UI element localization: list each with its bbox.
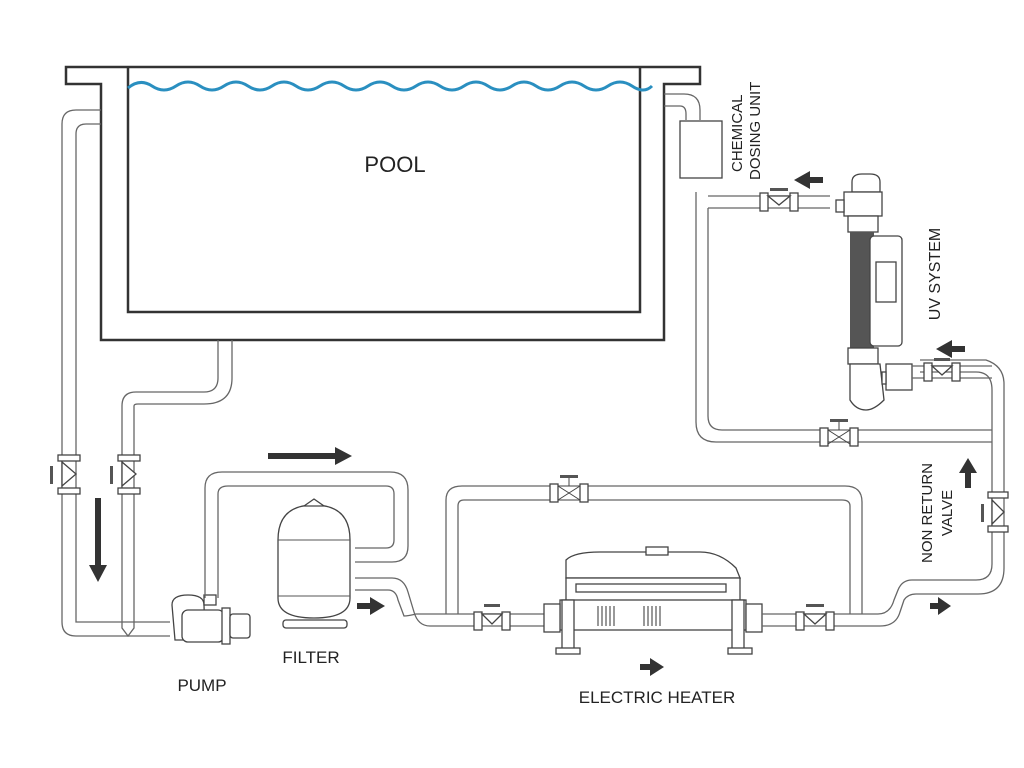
suction-pipes bbox=[61, 109, 233, 638]
heater-label: ELECTRIC HEATER bbox=[579, 688, 736, 707]
water-surface bbox=[127, 80, 654, 92]
dosing-label-line1: CHEMICAL bbox=[729, 94, 746, 172]
heater-outlet-pipe bbox=[762, 371, 993, 615]
electric-heater bbox=[543, 546, 763, 655]
flow-arrow-right-outlet bbox=[930, 597, 951, 615]
heater-outlet-valve bbox=[795, 604, 835, 631]
pump-label: PUMP bbox=[177, 676, 226, 695]
non-return-label-line1: NON RETURN bbox=[919, 463, 936, 563]
flow-arrow-down bbox=[89, 498, 107, 582]
pool-structure bbox=[64, 65, 702, 342]
pool-label: POOL bbox=[364, 152, 425, 177]
uv-inlet-valve bbox=[923, 358, 961, 382]
pump-discharge-pipe bbox=[204, 471, 409, 598]
suction-valve-left bbox=[50, 454, 81, 495]
uv-system bbox=[835, 173, 913, 411]
bypass-pipe bbox=[445, 485, 863, 614]
flow-arrow-right-heater bbox=[640, 658, 664, 676]
heater-inlet-valve bbox=[473, 604, 511, 631]
pump bbox=[171, 594, 251, 645]
non-return-label-line2: VALVE bbox=[939, 490, 956, 536]
bypass-valve bbox=[549, 475, 589, 503]
uv-bypass-valve bbox=[819, 419, 859, 447]
suction-valve-right bbox=[110, 454, 141, 495]
uv-bypass-pipe bbox=[695, 192, 992, 443]
flow-arrow-up bbox=[959, 458, 977, 488]
filter-outlet-pipe bbox=[355, 577, 548, 627]
uv-outlet-valve bbox=[759, 188, 799, 212]
flow-arrow-right-filter bbox=[357, 597, 385, 615]
filter-label: FILTER bbox=[282, 648, 339, 667]
dosing-label-line2: DOSING UNIT bbox=[747, 82, 764, 180]
uv-system-label: UV SYSTEM bbox=[927, 228, 944, 320]
flow-arrow-right-top bbox=[268, 447, 352, 465]
non-return-valve bbox=[981, 491, 1009, 533]
filter bbox=[277, 498, 351, 629]
flow-arrow-left-top bbox=[794, 171, 823, 189]
chemical-dosing-unit bbox=[679, 120, 723, 179]
flow-arrow-left-uv bbox=[936, 340, 965, 358]
